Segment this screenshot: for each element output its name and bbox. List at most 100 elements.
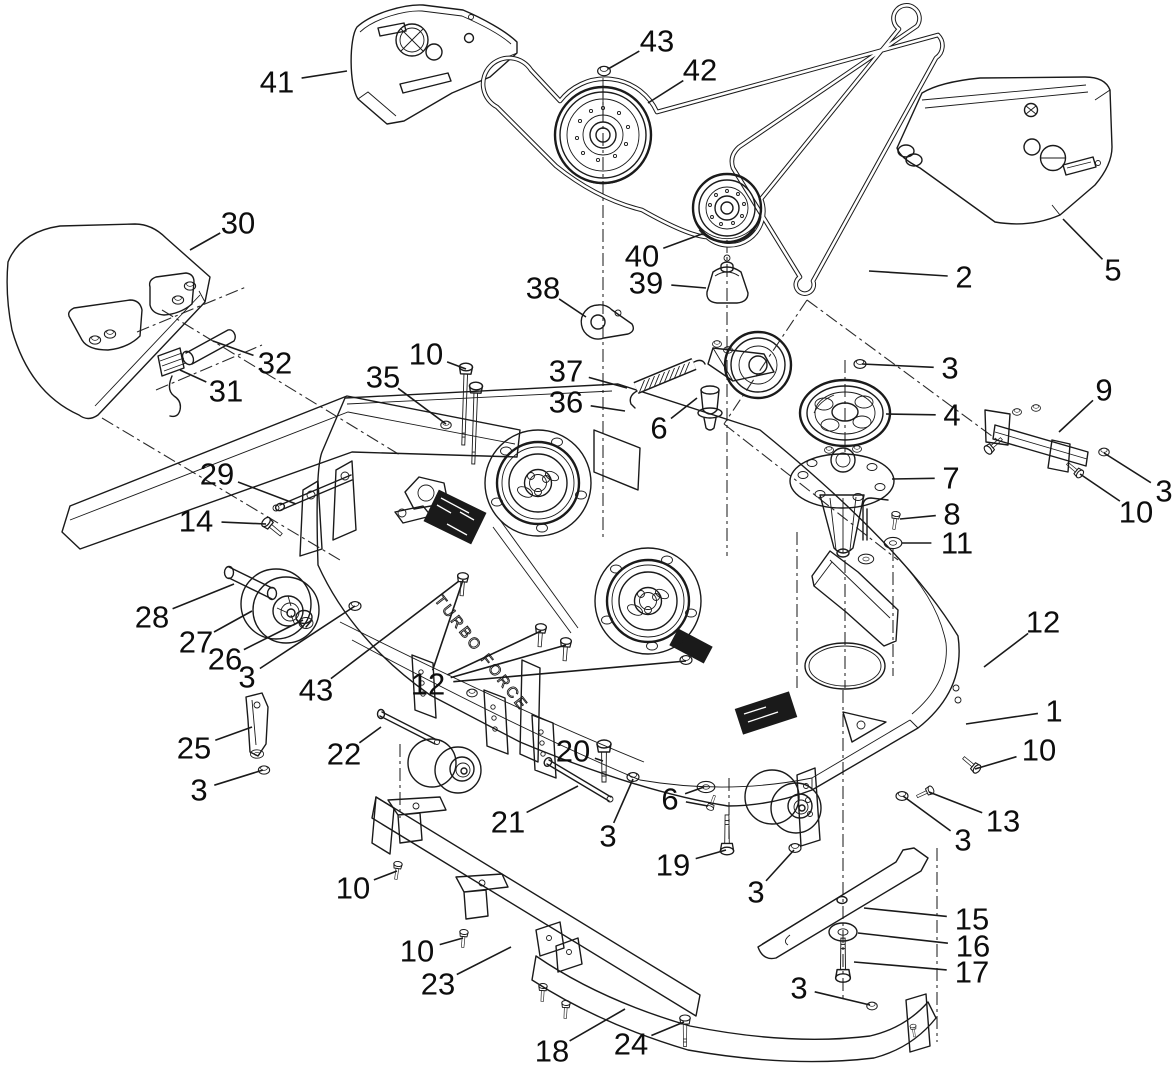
part-bracket-9 [982,404,1089,480]
callout-16-47: 16 [857,929,990,964]
callout-3-29: 3 [238,605,356,695]
callout-42-2: 42 [647,53,717,104]
callout-leader [651,1021,685,1037]
fastener-nut-12d [679,655,693,665]
callout-10-51: 10 [400,934,464,969]
callout-label-29: 29 [200,457,234,492]
callout-leader [213,610,253,633]
callout-27-27: 27 [179,610,253,660]
callout-label-6: 6 [650,411,667,446]
callout-43-30: 43 [299,580,460,708]
callout-label-5: 5 [1104,253,1121,288]
callout-label-21: 21 [491,805,525,840]
callout-leader [259,605,356,670]
callout-leader [439,937,464,946]
callout-label-15: 15 [955,902,989,937]
callout-label-43: 43 [299,673,333,708]
callout-leader [212,340,254,357]
callout-leader [1103,452,1152,484]
callout-30-8: 30 [189,206,255,251]
callout-leader [446,361,467,370]
callout-3-23: 3 [1103,452,1173,509]
part-bracket-25 [245,692,269,759]
callout-10-34: 10 [974,733,1056,770]
callout-40-3: 40 [625,233,703,274]
callout-leader [974,755,1017,770]
part-spindle-left [483,428,593,538]
callout-1-33: 1 [965,694,1063,729]
callout-leader [857,932,948,944]
part-idler-pulley-40 [691,172,763,244]
callout-leader [189,232,221,251]
part-spacer-26 [295,609,314,629]
callout-leader [450,644,567,679]
callout-label-3: 3 [599,819,616,854]
callout-leader [243,619,304,651]
callout-12-32: 12 [983,605,1060,668]
callout-20-40: 20 [556,734,604,769]
part-link-32 [181,329,236,366]
part-axle-28 [223,565,278,601]
callout-leader [863,907,947,918]
callout-leader [983,632,1029,668]
callout-label-23: 23 [421,967,455,1002]
part-deck-shell-1: TURBO FORCE [316,383,962,807]
callout-14-25: 14 [179,504,267,539]
fastener-nut-3-f [866,1001,878,1011]
callout-36-14: 36 [549,385,626,420]
callout-leader [899,514,936,520]
callout-leader [558,298,587,318]
part-roller-front [407,738,482,794]
part-idler-arm-6 [697,330,793,431]
callout-24-54: 24 [614,1021,685,1062]
callout-label-36: 36 [549,385,583,420]
callout-label-24: 24 [614,1027,648,1062]
callout-label-3: 3 [747,875,764,910]
callout-label-9: 9 [1095,373,1112,408]
part-spring-31 [157,347,187,418]
callout-label-35: 35 [366,360,400,395]
part-skirt-23 [371,796,701,1017]
callout-3-42: 3 [599,778,634,854]
callout-17-48: 17 [853,955,989,990]
callout-label-1: 1 [1045,694,1062,729]
fastener-bolt-sk4 [560,999,571,1020]
callout-5-7: 5 [1062,218,1122,288]
callout-leader [868,270,948,277]
callout-9-18: 9 [1058,373,1113,433]
part-belt-2 [480,3,945,296]
callout-label-18: 18 [535,1034,569,1069]
callout-leader [453,660,687,683]
callout-label-39: 39 [629,266,663,301]
callout-leader [670,397,698,420]
callout-leader [612,778,634,824]
callout-leader [179,369,207,383]
callout-12-31: 12 [411,579,687,702]
fastener-nut-3-d [788,843,802,853]
callout-leader [569,1008,626,1042]
callout-label-25: 25 [177,731,211,766]
part-roller-right [744,767,822,847]
part-rod-21 [543,757,614,803]
fastener-nut-3-g [257,765,271,775]
callout-label-3: 3 [190,773,207,808]
callout-leader [814,991,871,1006]
callout-29-24: 29 [200,457,297,505]
callout-leader [447,630,542,676]
callout-leader [397,387,447,425]
fastener-washer [857,553,875,565]
fastener-nut-35 [440,420,452,430]
callout-3-45: 3 [747,849,795,910]
callout-19-44: 19 [656,848,727,883]
callout-13-35: 13 [928,791,1020,839]
callout-label-14: 14 [179,504,213,539]
callout-label-30: 30 [221,206,255,241]
part-nut-43-top [597,65,611,77]
callout-35-11: 35 [366,360,447,425]
callout-15-46: 15 [863,902,989,937]
part-pulley-42 [553,78,653,185]
callout-3-16: 3 [861,351,959,386]
callout-leader [695,849,727,860]
callout-6-15: 6 [650,397,698,446]
callout-label-13: 13 [986,804,1020,839]
